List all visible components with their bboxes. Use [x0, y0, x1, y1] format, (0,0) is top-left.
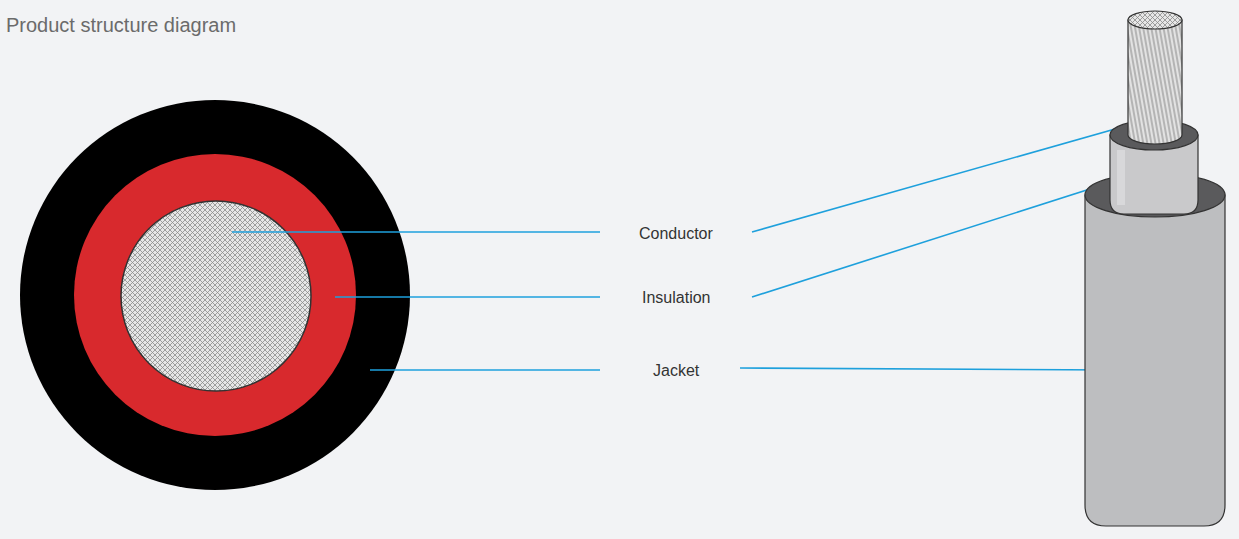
insulation-ring: [74, 154, 356, 436]
conductor-end: [1128, 11, 1182, 29]
conductor-body: [1128, 20, 1182, 144]
leader-line: [370, 369, 600, 371]
part-label: Conductor: [639, 225, 713, 243]
conductor-core: [121, 201, 311, 391]
jacket-ring: [20, 100, 410, 490]
part-label: Insulation: [642, 289, 711, 307]
diagram-title: Product structure diagram: [6, 14, 236, 37]
jacket-body: [1085, 195, 1225, 526]
leader-lines: [232, 112, 1175, 370]
insulation-shine: [1117, 150, 1125, 205]
leader-line: [232, 231, 600, 233]
leader-line: [740, 368, 1117, 370]
part-label: Jacket: [653, 362, 699, 380]
leader-line: [335, 296, 600, 298]
